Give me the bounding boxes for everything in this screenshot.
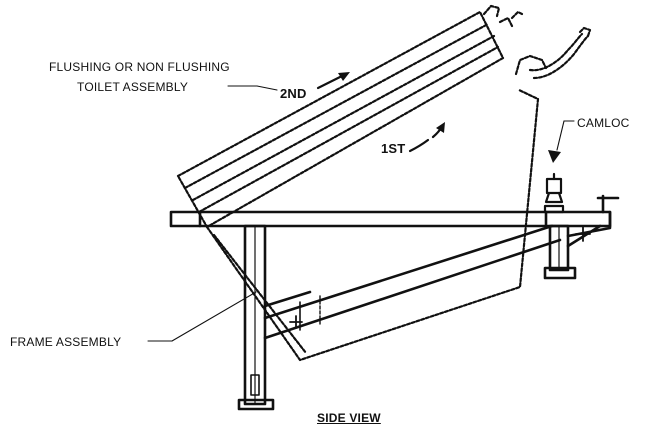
leader-lines <box>147 85 575 342</box>
view-title: SIDE VIEW <box>317 411 381 425</box>
step-2nd-label: 2ND <box>280 86 307 101</box>
toilet-assembly-label-line2: TOILET ASSEMBLY <box>77 80 189 94</box>
toilet-assembly-label-line1: FLUSHING OR NON FLUSHING <box>49 60 230 74</box>
toilet-assembly <box>176 4 592 362</box>
arrowhead-camloc <box>548 150 561 163</box>
camloc-label: CAMLOC <box>577 116 630 130</box>
frame-assembly <box>169 194 620 411</box>
arrowhead-2nd <box>338 72 350 81</box>
arrowhead-1st <box>436 122 445 133</box>
arrow-1st <box>408 138 430 153</box>
step-1st-label: 1ST <box>381 141 406 156</box>
camloc-fitting <box>543 172 565 214</box>
frame-assembly-label: FRAME ASSEMBLY <box>10 335 122 349</box>
